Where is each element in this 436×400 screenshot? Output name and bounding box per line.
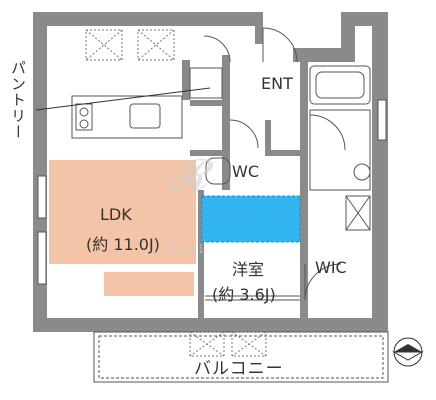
upper-cabinets: [85, 29, 175, 61]
label-wic: WIC: [315, 258, 347, 277]
label-pantry: パントリー: [9, 60, 27, 140]
side-windows: [37, 99, 387, 285]
highlight-strip: [201, 195, 301, 243]
outdoor-units: [189, 331, 267, 357]
label-ldk: LDK: [100, 205, 132, 224]
watermark-text: REAL: [166, 242, 209, 256]
entrance-door: [203, 27, 298, 63]
label-wc: WC: [232, 162, 259, 181]
ldk-area: [49, 160, 196, 264]
wc-fixture: [205, 119, 259, 185]
pantry-pointer: [35, 87, 211, 111]
label-balcony: バルコニー: [194, 359, 284, 379]
interior-walls: [182, 55, 308, 318]
label-ent: ENT: [261, 74, 293, 93]
kitchen-counter: [71, 95, 183, 139]
north-arrow: [392, 337, 424, 367]
label-ldk-size: (約 11.0J): [86, 235, 160, 254]
ldk-extension: [104, 272, 194, 296]
label-bedroom: 洋室: [232, 260, 265, 279]
interior-doors: [205, 263, 342, 301]
pantry-box: [189, 67, 223, 99]
label-bedroom-size: (約 3.6J): [212, 285, 276, 304]
bathroom: [309, 65, 371, 231]
watermark-monogram: 𝓡: [166, 150, 208, 201]
